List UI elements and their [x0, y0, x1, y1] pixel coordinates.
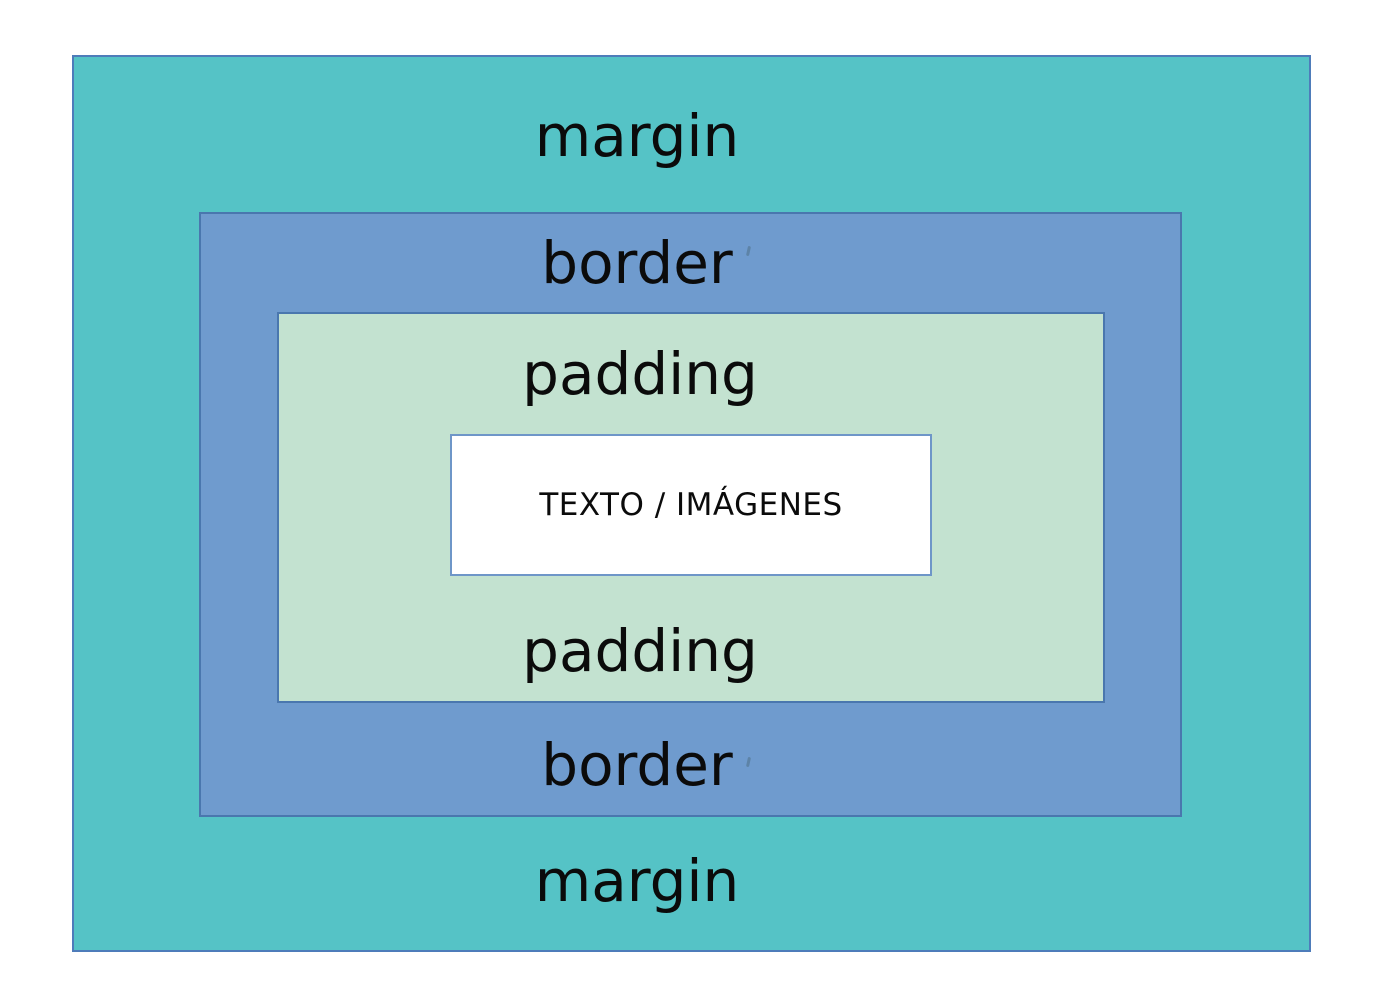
margin-label-top: margin [534, 102, 740, 170]
padding-label-top: padding [522, 340, 758, 408]
margin-box: margin border padding TEXTO / IMÁGENES p… [72, 55, 1311, 952]
padding-label-bottom: padding [522, 617, 758, 685]
content-box: TEXTO / IMÁGENES [450, 434, 932, 576]
margin-label-bottom: margin [534, 847, 740, 915]
border-label-top: border [541, 229, 733, 297]
content-label: TEXTO / IMÁGENES [539, 487, 843, 523]
stray-tick-mark [745, 245, 752, 257]
border-box: border padding TEXTO / IMÁGENES padding … [199, 212, 1182, 817]
padding-box: padding TEXTO / IMÁGENES padding [277, 312, 1105, 703]
border-label-bottom: border [541, 731, 733, 799]
stray-tick-mark [745, 756, 752, 768]
